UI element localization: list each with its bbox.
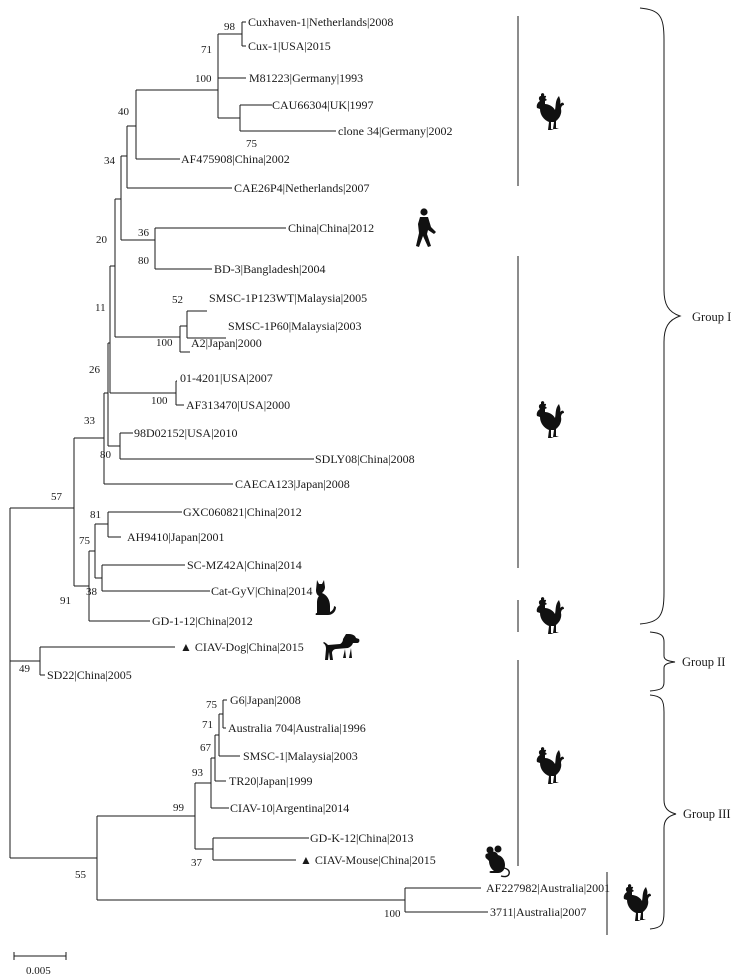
group-i-label: Group I: [692, 310, 731, 324]
rooster-icon: [536, 747, 564, 784]
taxon-label: SD22|China|2005: [47, 668, 132, 682]
rooster-icon: [536, 597, 564, 634]
taxon-label: G6|Japan|2008: [230, 693, 301, 707]
rooster-icon: [536, 401, 564, 438]
bootstrap-value: 75: [206, 699, 218, 711]
bootstrap-value: 100: [384, 908, 401, 920]
bootstrap-value: 26: [89, 364, 101, 376]
bootstrap-value: 100: [195, 73, 212, 85]
taxon-label: M81223|Germany|1993: [249, 71, 363, 85]
bootstrap-value: 20: [96, 234, 108, 246]
bootstrap-value: 91: [60, 595, 71, 607]
bootstrap-value: 80: [138, 255, 150, 267]
bootstrap-value: 36: [138, 227, 150, 239]
taxon-label: SMSC-1P123WT|Malaysia|2005: [209, 291, 367, 305]
taxon-label: AF227982|Australia|2001: [486, 881, 610, 895]
cat-icon: [315, 580, 336, 615]
taxon-label: 3711|Australia|2007: [490, 905, 586, 919]
bootstrap-value: 49: [19, 663, 31, 675]
brace-group-iii: [649, 694, 677, 930]
bootstrap-value: 67: [200, 742, 212, 754]
bootstrap-value: 81: [90, 509, 101, 521]
bootstrap-value: 75: [79, 535, 91, 547]
bootstrap-value: 100: [156, 337, 173, 349]
taxon-label: CIAV-10|Argentina|2014: [230, 801, 349, 815]
bootstrap-value: 99: [173, 802, 185, 814]
rooster-icon: [623, 884, 651, 921]
bootstrap-value: 57: [51, 491, 63, 503]
bootstrap-value: 100: [151, 395, 168, 407]
taxon-label: Cat-GyV|China|2014: [211, 584, 312, 598]
taxon-label: Australia 704|Australia|1996: [228, 721, 366, 735]
tree-branches: [9, 21, 488, 913]
taxon-label: GXC060821|China|2012: [183, 505, 302, 519]
bootstrap-value: 71: [202, 719, 213, 731]
dog-icon: [323, 634, 360, 660]
taxon-label: 01-4201|USA|2007: [180, 371, 273, 385]
bootstrap-value: 75: [246, 138, 258, 150]
taxon-label: CAECA123|Japan|2008: [235, 477, 350, 491]
bootstrap-values: 98 71 100 75 40 34 36 20 80 52 100 11 10…: [19, 21, 401, 920]
mouse-icon: [485, 845, 510, 878]
taxon-label: TR20|Japan|1999: [229, 774, 312, 788]
taxon-label: AF475908|China|2002: [181, 152, 290, 166]
taxon-label: ▲ CIAV-Mouse|China|2015: [300, 853, 436, 867]
group-ii-label: Group II: [682, 655, 725, 669]
bootstrap-value: 93: [192, 767, 204, 779]
taxon-label: Cuxhaven-1|Netherlands|2008: [248, 15, 393, 29]
bootstrap-value: 38: [86, 586, 98, 598]
bootstrap-value: 52: [172, 294, 183, 306]
taxon-label: ▲ CIAV-Dog|China|2015: [180, 640, 304, 654]
bootstrap-value: 34: [104, 155, 116, 167]
taxon-label: A2|Japan|2000: [191, 336, 262, 350]
bootstrap-value: 33: [84, 415, 96, 427]
brace-group-i: [639, 7, 682, 625]
bootstrap-value: 55: [75, 869, 87, 881]
group-iii-label: Group III: [683, 807, 731, 821]
taxon-label: Cux-1|USA|2015: [248, 39, 331, 53]
taxon-label: China|China|2012: [288, 221, 374, 235]
bootstrap-value: 98: [224, 21, 236, 33]
taxon-label: AH9410|Japan|2001: [127, 530, 224, 544]
brace-group-ii: [649, 631, 676, 692]
taxon-label: SDLY08|China|2008: [315, 452, 415, 466]
taxon-label: AF313470|USA|2000: [186, 398, 290, 412]
bootstrap-value: 80: [100, 449, 112, 461]
taxon-label: BD-3|Bangladesh|2004: [214, 262, 325, 276]
taxon-label: clone 34|Germany|2002: [338, 124, 452, 138]
host-icons: [315, 93, 651, 921]
rooster-icon: [536, 93, 564, 130]
bootstrap-value: 37: [191, 857, 203, 869]
scale-bar: [13, 952, 67, 960]
scale-bar-label: 0.005: [26, 965, 51, 977]
taxon-label: GD-1-12|China|2012: [152, 614, 253, 628]
taxon-label: CAE26P4|Netherlands|2007: [234, 181, 369, 195]
taxon-label: 98D02152|USA|2010: [134, 426, 237, 440]
taxon-label: SMSC-1|Malaysia|2003: [243, 749, 358, 763]
taxon-label: SMSC-1P60|Malaysia|2003: [228, 319, 361, 333]
taxon-label: GD-K-12|China|2013: [310, 831, 413, 845]
bootstrap-value: 71: [201, 44, 212, 56]
bootstrap-value: 40: [118, 106, 130, 118]
leaf-labels: Cuxhaven-1|Netherlands|2008 Cux-1|USA|20…: [47, 15, 610, 919]
bootstrap-value: 11: [95, 302, 106, 314]
human-icon: [416, 208, 436, 247]
group-braces: [639, 7, 682, 930]
taxon-label: CAU66304|UK|1997: [272, 98, 373, 112]
taxon-label: SC-MZ42A|China|2014: [187, 558, 302, 572]
host-clade-bars: [517, 16, 608, 935]
